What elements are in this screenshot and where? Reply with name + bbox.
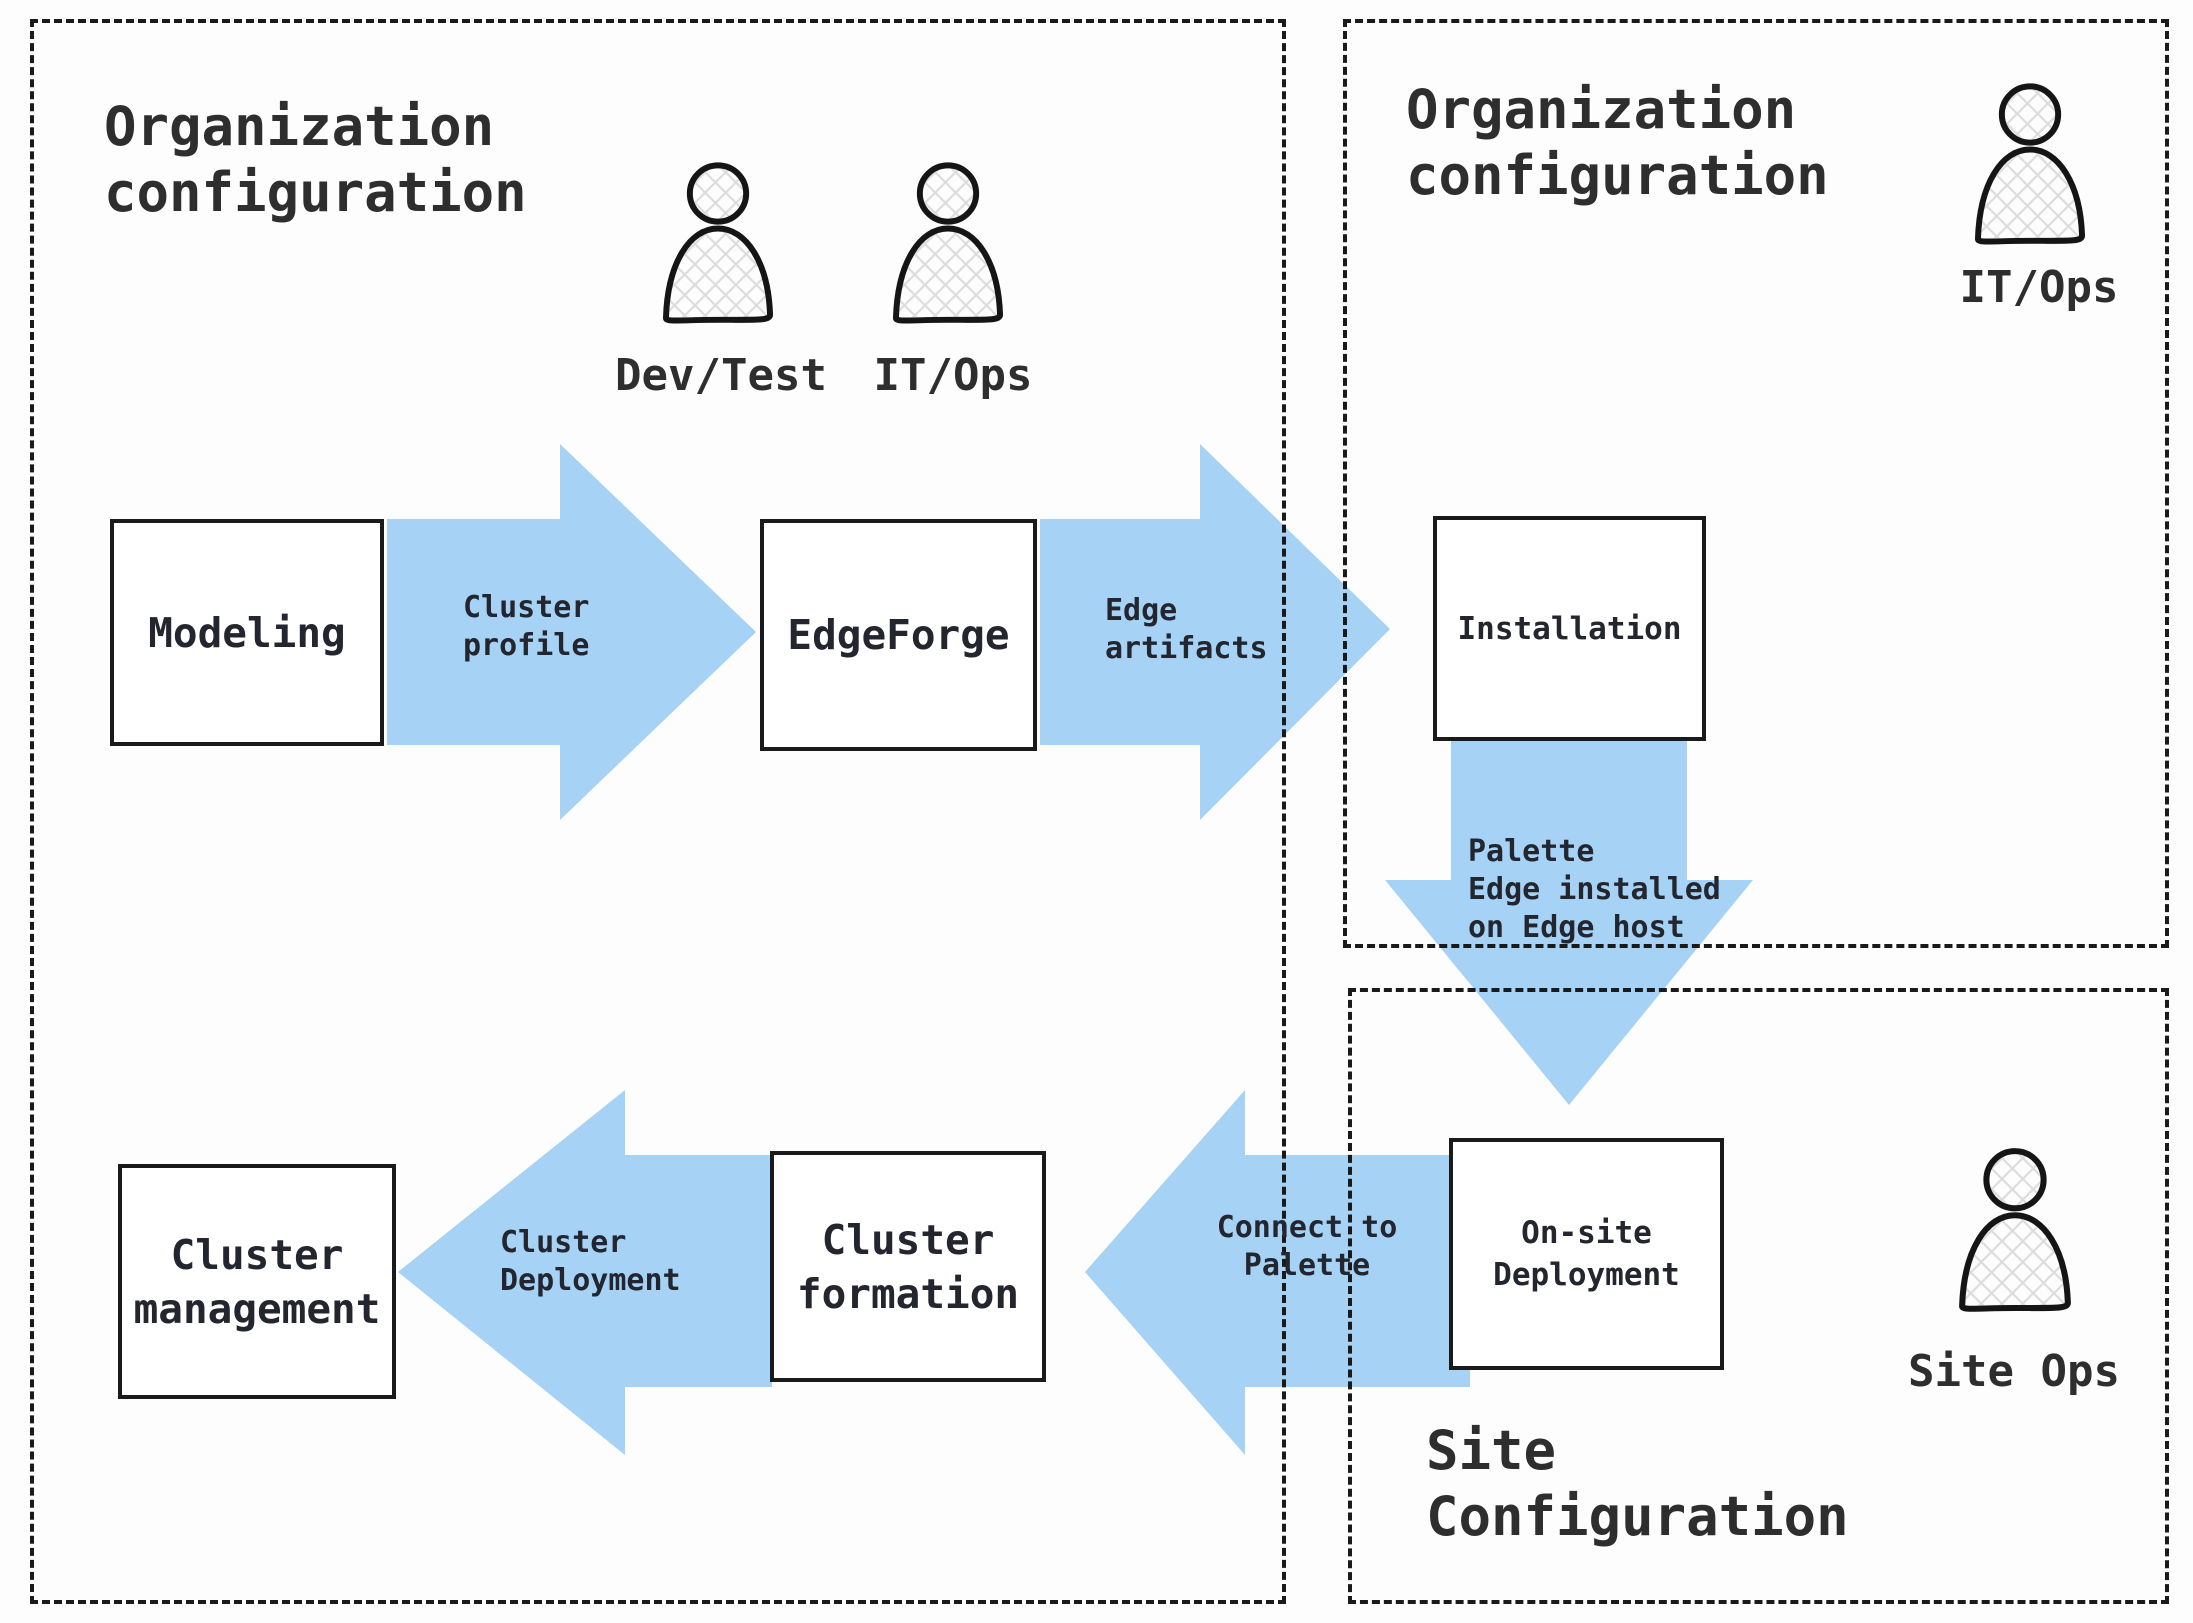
edgeforge-node: EdgeForge: [760, 519, 1037, 751]
cluster-formation-node: Cluster formation: [770, 1151, 1046, 1382]
it-ops-left-person-icon: [884, 158, 1012, 328]
onsite-deployment-node: On-site Deployment: [1449, 1138, 1724, 1370]
arrow-connect-to-palette: [1085, 1090, 1470, 1455]
installation-node: Installation: [1433, 516, 1706, 741]
cluster-management-node: Cluster management: [118, 1164, 396, 1399]
arrow-cluster-deployment: [398, 1090, 772, 1455]
org-configuration-right-title: Organization configuration: [1406, 78, 1829, 207]
site-ops-label: Site Ops: [1908, 1346, 2120, 1397]
org-configuration-right-container: [1343, 19, 2169, 948]
it-ops-left-label: IT/Ops: [873, 350, 1033, 401]
arrow-cluster-profile: [387, 444, 756, 820]
connect-to-palette-label: Connect to Palette: [1216, 1210, 1398, 1283]
org-configuration-left-container: [30, 19, 1286, 1604]
arrow-palette-edge-installed: [1385, 738, 1753, 1105]
it-ops-right-person-icon: [1966, 82, 2094, 246]
site-configuration-container: [1348, 988, 2169, 1604]
it-ops-right-label: IT/Ops: [1959, 262, 2119, 313]
org-configuration-left-title: Organization configuration: [104, 95, 527, 224]
dev-test-label: Dev/Test: [615, 350, 827, 401]
dev-test-person-icon: [654, 158, 782, 328]
palette-edge-installed-label: Palette Edge installed on Edge host: [1468, 834, 1721, 945]
site-ops-person-icon: [1950, 1144, 2080, 1316]
modeling-node: Modeling: [110, 519, 384, 746]
edge-artifacts-label: Edge artifacts: [1105, 593, 1268, 666]
site-configuration-title: Site Configuration: [1426, 1419, 1849, 1548]
arrow-edge-artifacts: [1040, 444, 1390, 820]
cluster-deployment-label: Cluster Deployment: [500, 1225, 681, 1298]
cluster-profile-label: Cluster profile: [463, 590, 590, 663]
